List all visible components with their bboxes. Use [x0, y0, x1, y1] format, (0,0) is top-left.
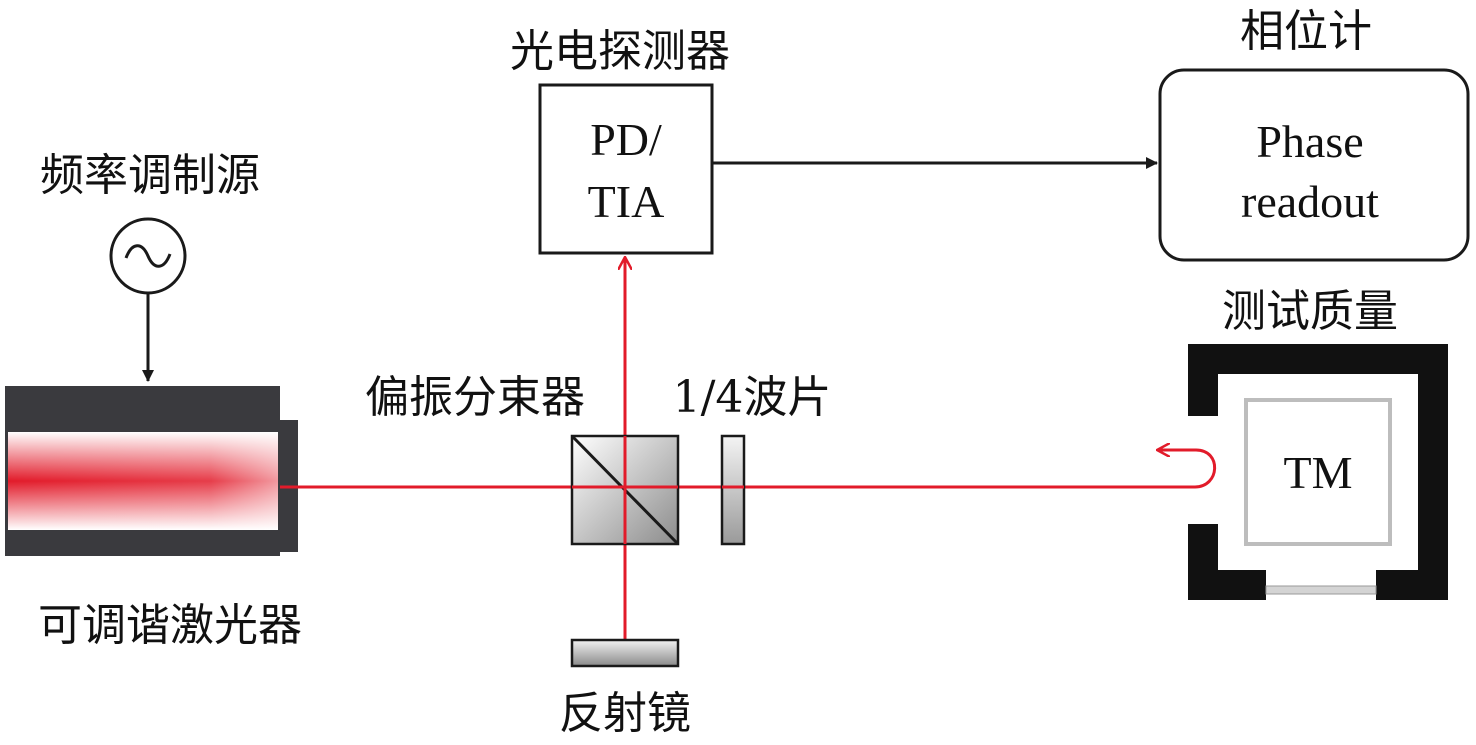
pbs-label: 偏振分束器 — [365, 372, 585, 423]
phasemeter-label: 相位计 — [1240, 6, 1372, 57]
reflecting-mirror — [570, 638, 680, 668]
phase-text-line1: Phase — [1256, 116, 1363, 167]
test-mass-housing — [1188, 344, 1448, 600]
qwp-label: 1/4波片 — [673, 372, 832, 423]
photodetector-label: 光电探测器 — [510, 26, 730, 77]
pd-text-line1: PD/ — [590, 114, 662, 165]
phasemeter-block: Phase readout — [1158, 68, 1470, 262]
mirror-label: 反射镜 — [559, 688, 691, 739]
quarter-wave-plate — [720, 434, 746, 546]
fm-source-label: 频率调制源 — [40, 150, 260, 201]
phase-text-line2: readout — [1241, 176, 1379, 227]
beam-reflection-loop — [1158, 450, 1217, 489]
laser-label: 可调谐激光器 — [38, 600, 302, 651]
photodetector-block: PD/ TIA — [538, 83, 714, 255]
tm-text: TM — [1284, 447, 1353, 498]
tunable-laser — [5, 386, 298, 556]
pd-text-line2: TIA — [588, 176, 665, 227]
oscillator-icon — [109, 217, 187, 295]
test-mass: TM — [1244, 398, 1392, 546]
test-mass-label: 测试质量 — [1222, 286, 1398, 337]
